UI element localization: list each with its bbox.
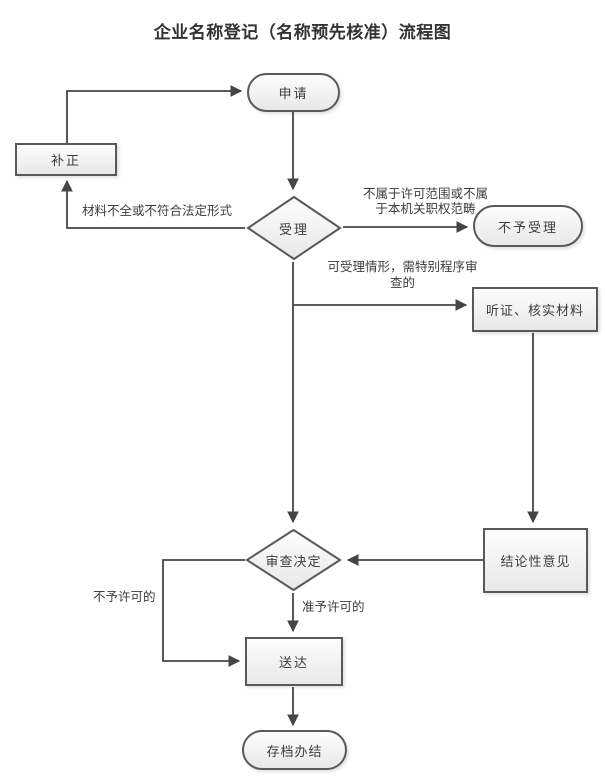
node-decision: 审查决定 xyxy=(245,528,342,592)
node-conclusion-label: 结论性意见 xyxy=(500,554,571,569)
diamond-shape xyxy=(245,528,342,592)
node-deliver-label: 送达 xyxy=(278,655,309,670)
edge-label-approved: 准予许可的 xyxy=(302,600,365,614)
node-accept-label: 受理 xyxy=(278,221,309,237)
node-apply: 申请 xyxy=(247,73,340,112)
edge-label-special-procedure: 可受理情形，需特别程序审 查的 xyxy=(327,260,478,290)
node-conclusion: 结论性意见 xyxy=(483,528,588,593)
page-title: 企业名称登记（名称预先核准）流程图 xyxy=(153,23,452,42)
node-correction-label: 补正 xyxy=(50,153,81,168)
node-apply-label: 申请 xyxy=(278,86,309,101)
node-reject-label: 不予受理 xyxy=(497,219,558,235)
node-hearing: 听证、核实材料 xyxy=(472,287,598,332)
node-reject: 不予受理 xyxy=(473,205,583,247)
node-accept: 受理 xyxy=(246,195,342,261)
diamond-shape xyxy=(246,195,342,261)
edge-label-denied: 不予许可的 xyxy=(93,590,156,604)
node-hearing-label: 听证、核实材料 xyxy=(485,303,584,318)
node-correction: 补正 xyxy=(15,143,117,176)
connector-decision-to-deliver-denied xyxy=(162,559,245,667)
connector-accept-to-correction xyxy=(61,179,245,229)
node-archive-label: 存档办结 xyxy=(266,743,323,759)
edge-label-not-in-scope: 不属于许可范围或不属 于本机关职权范畴 xyxy=(362,187,488,216)
edge-label-materials-incomplete: 材料不全或不符合法定形式 xyxy=(81,204,232,218)
connector-correction-to-apply xyxy=(66,85,243,143)
node-decision-label: 审查决定 xyxy=(265,553,322,569)
node-archive: 存档办结 xyxy=(242,730,347,770)
node-deliver: 送达 xyxy=(245,637,343,686)
